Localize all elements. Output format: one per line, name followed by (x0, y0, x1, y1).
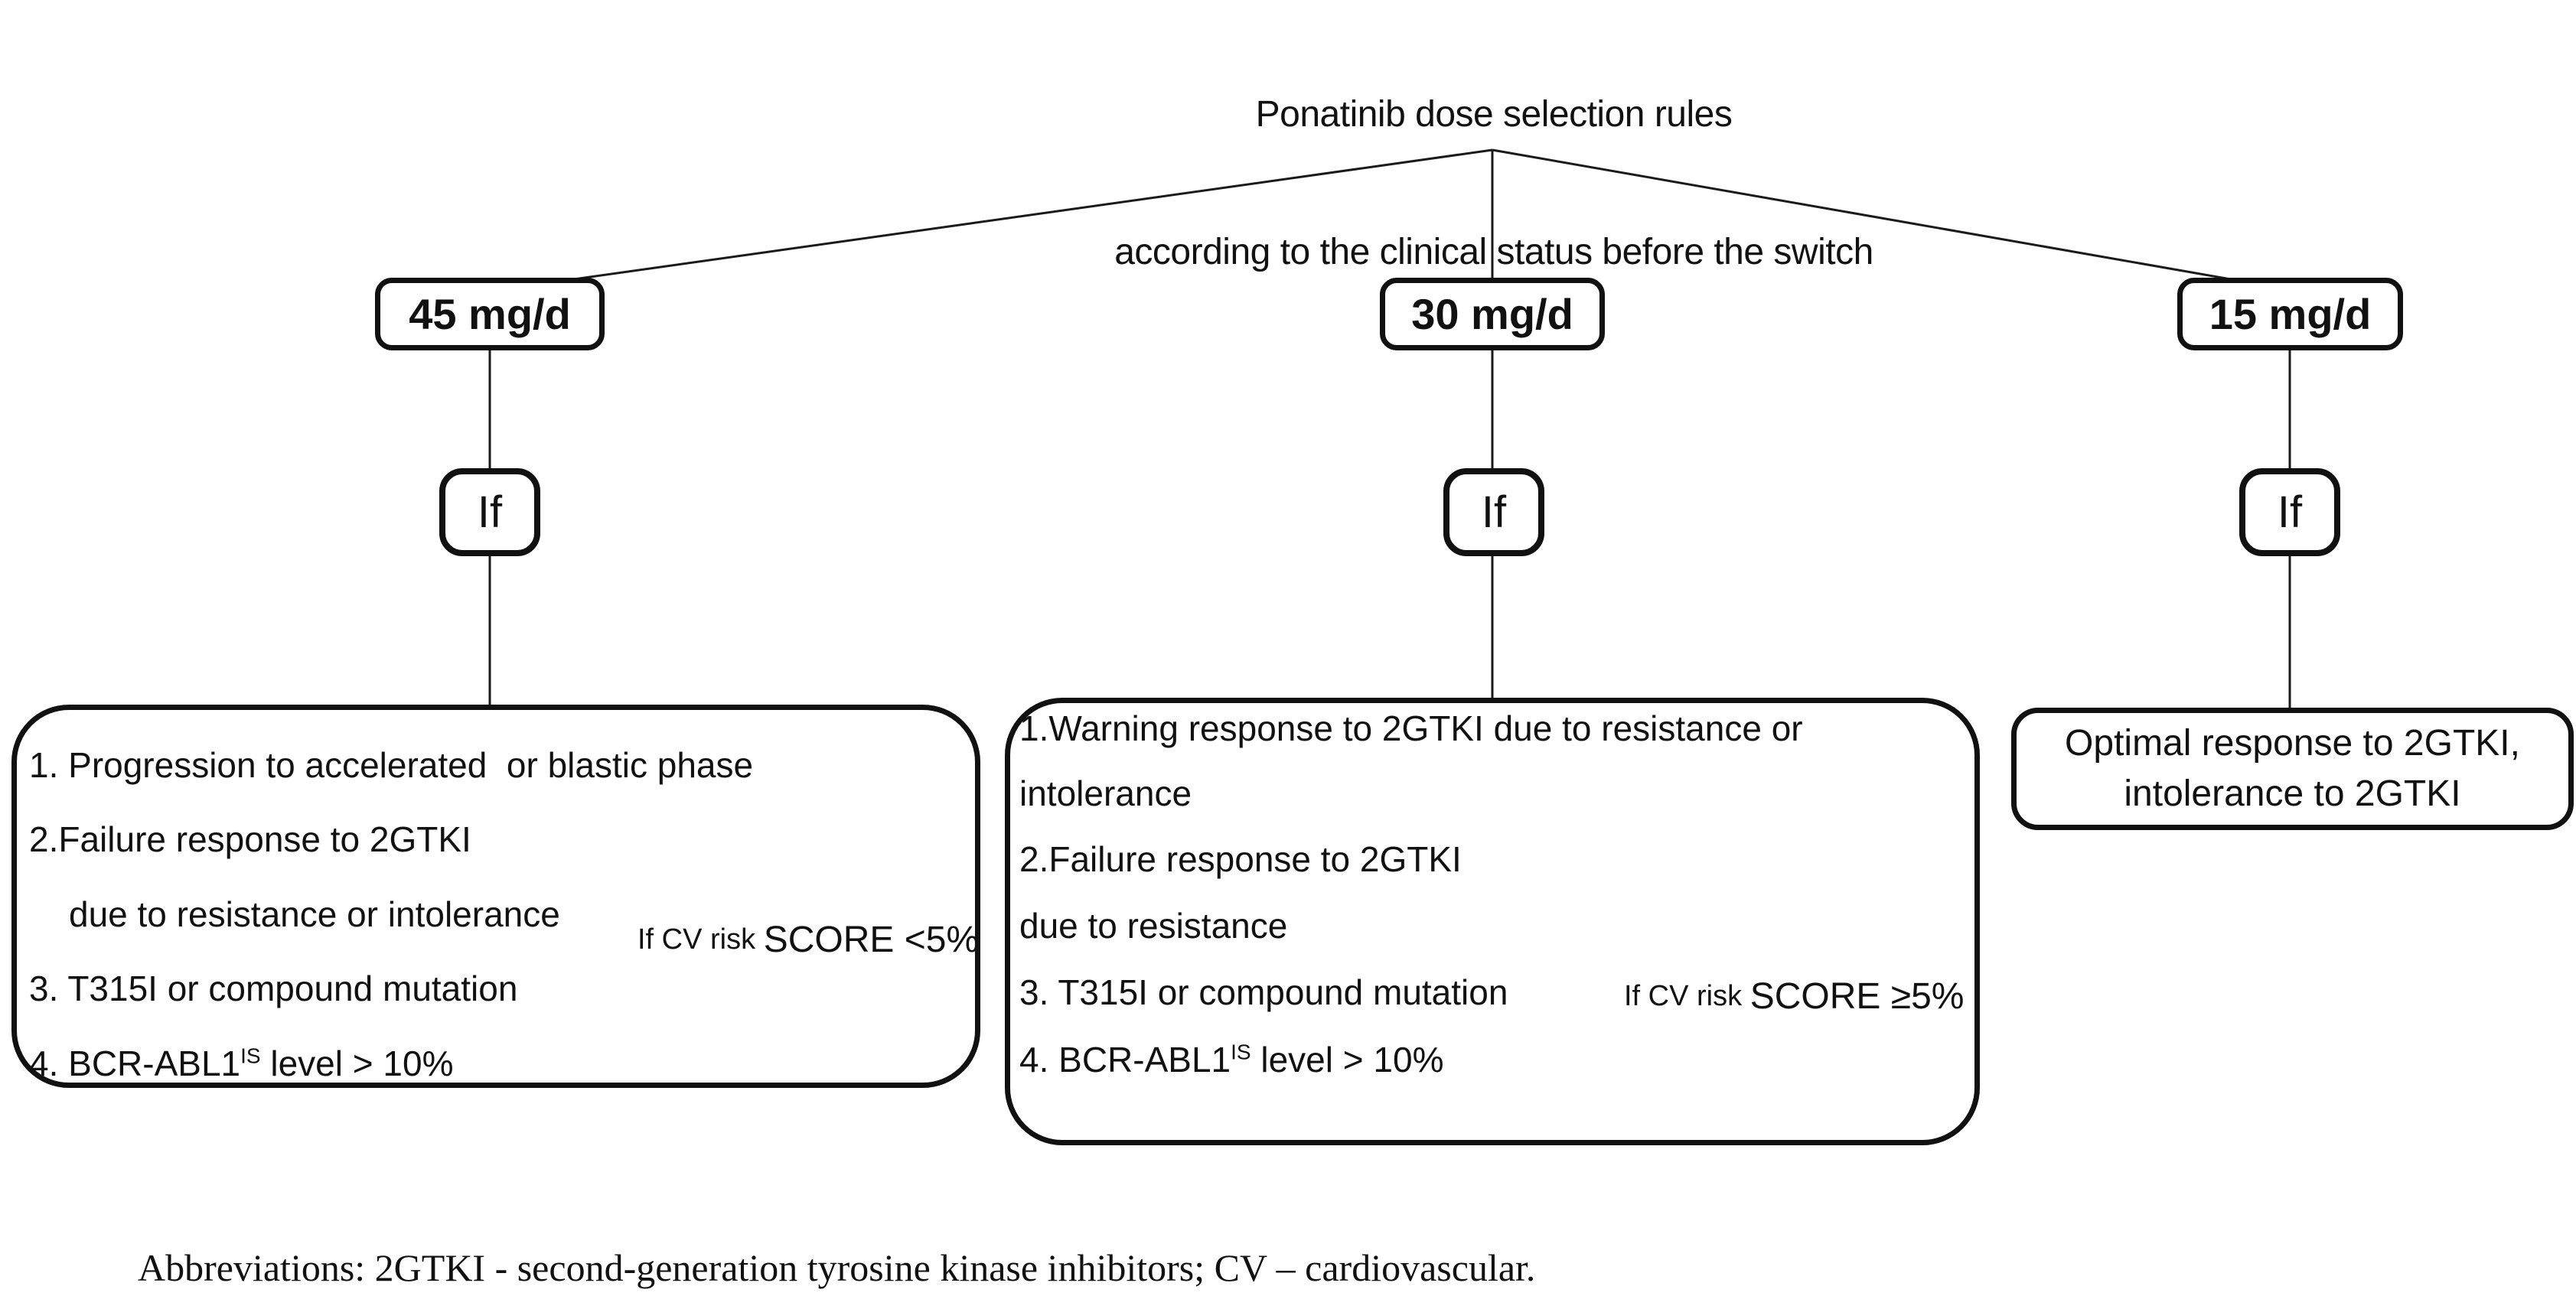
criteria-45-item4: 4. BCR-ABL1IS level > 10% (29, 1029, 453, 1098)
criteria-30-item4-superscript: IS (1231, 1040, 1251, 1064)
criteria-45-item4-suffix: level > 10% (260, 1044, 454, 1083)
criteria-30-item4-prefix: 4. BCR-ABL1 (1019, 1040, 1231, 1079)
optimal-response-line1: Optimal response to 2GTKI, (2065, 723, 2520, 764)
cv-risk-high-value: SCORE ≥5% (1749, 975, 1965, 1017)
cv-risk-label-high: If CV risk SCORE ≥5% (1624, 965, 1964, 1027)
cv-risk-low-value: SCORE <5% (763, 919, 980, 960)
branch-line-right (1492, 148, 2262, 286)
criteria-30-item1b: intolerance (1019, 773, 1192, 813)
criteria-45-item2: 2.Failure response to 2GTKI (29, 819, 471, 859)
criteria-45-item2b: due to resistance or intolerance (69, 894, 560, 934)
criteria-30-item4-suffix: level > 10% (1251, 1040, 1444, 1079)
criteria-45-item4-superscript: IS (240, 1044, 261, 1068)
criteria-30-item4: 4. BCR-ABL1IS level > 10% (1019, 1025, 1443, 1094)
cv-risk-label-low: If CV risk SCORE <5% (637, 909, 979, 970)
cv-risk-high-prefix: If CV risk (1624, 979, 1750, 1012)
page-title-line1: Ponatinib dose selection rules (1255, 94, 1733, 135)
criteria-45-item3: 3. T315I or compound mutation (29, 969, 518, 1008)
if-box-30: If (1443, 468, 1544, 556)
criteria-30-item3: 3. T315I or compound mutation (1019, 972, 1508, 1012)
dose-box-30: 30 mg/d (1380, 278, 1605, 350)
page-title-line2: according to the clinical status before … (1114, 232, 1873, 272)
criteria-45-item1: 1. Progression to accelerated or blastic… (29, 745, 754, 785)
criteria-30-item2b: due to resistance (1019, 906, 1288, 946)
dose-box-45: 45 mg/d (375, 278, 605, 350)
dose-box-15: 15 mg/d (2177, 278, 2403, 350)
cv-risk-low-prefix: If CV risk (637, 923, 764, 956)
abbreviations-note: Abbreviations: 2GTKI - second-generation… (138, 1246, 1536, 1289)
branch-line-left (535, 148, 1493, 286)
criteria-45-item4-prefix: 4. BCR-ABL1 (29, 1044, 241, 1083)
criteria-box-45 (11, 705, 980, 1088)
optimal-response-box: Optimal response to 2GTKI, intolerance t… (2011, 708, 2574, 830)
criteria-box-30 (1005, 698, 1980, 1145)
optimal-response-line2: intolerance to 2GTKI (2124, 773, 2461, 814)
if-box-45: If (439, 468, 540, 556)
criteria-30-item2: 2.Failure response to 2GTKI (1019, 839, 1462, 879)
criteria-30-item1: 1.Warning response to 2GTKI due to resis… (1019, 708, 1803, 748)
page-title: Ponatinib dose selection rules according… (958, 0, 2030, 367)
if-box-15: If (2239, 468, 2340, 556)
